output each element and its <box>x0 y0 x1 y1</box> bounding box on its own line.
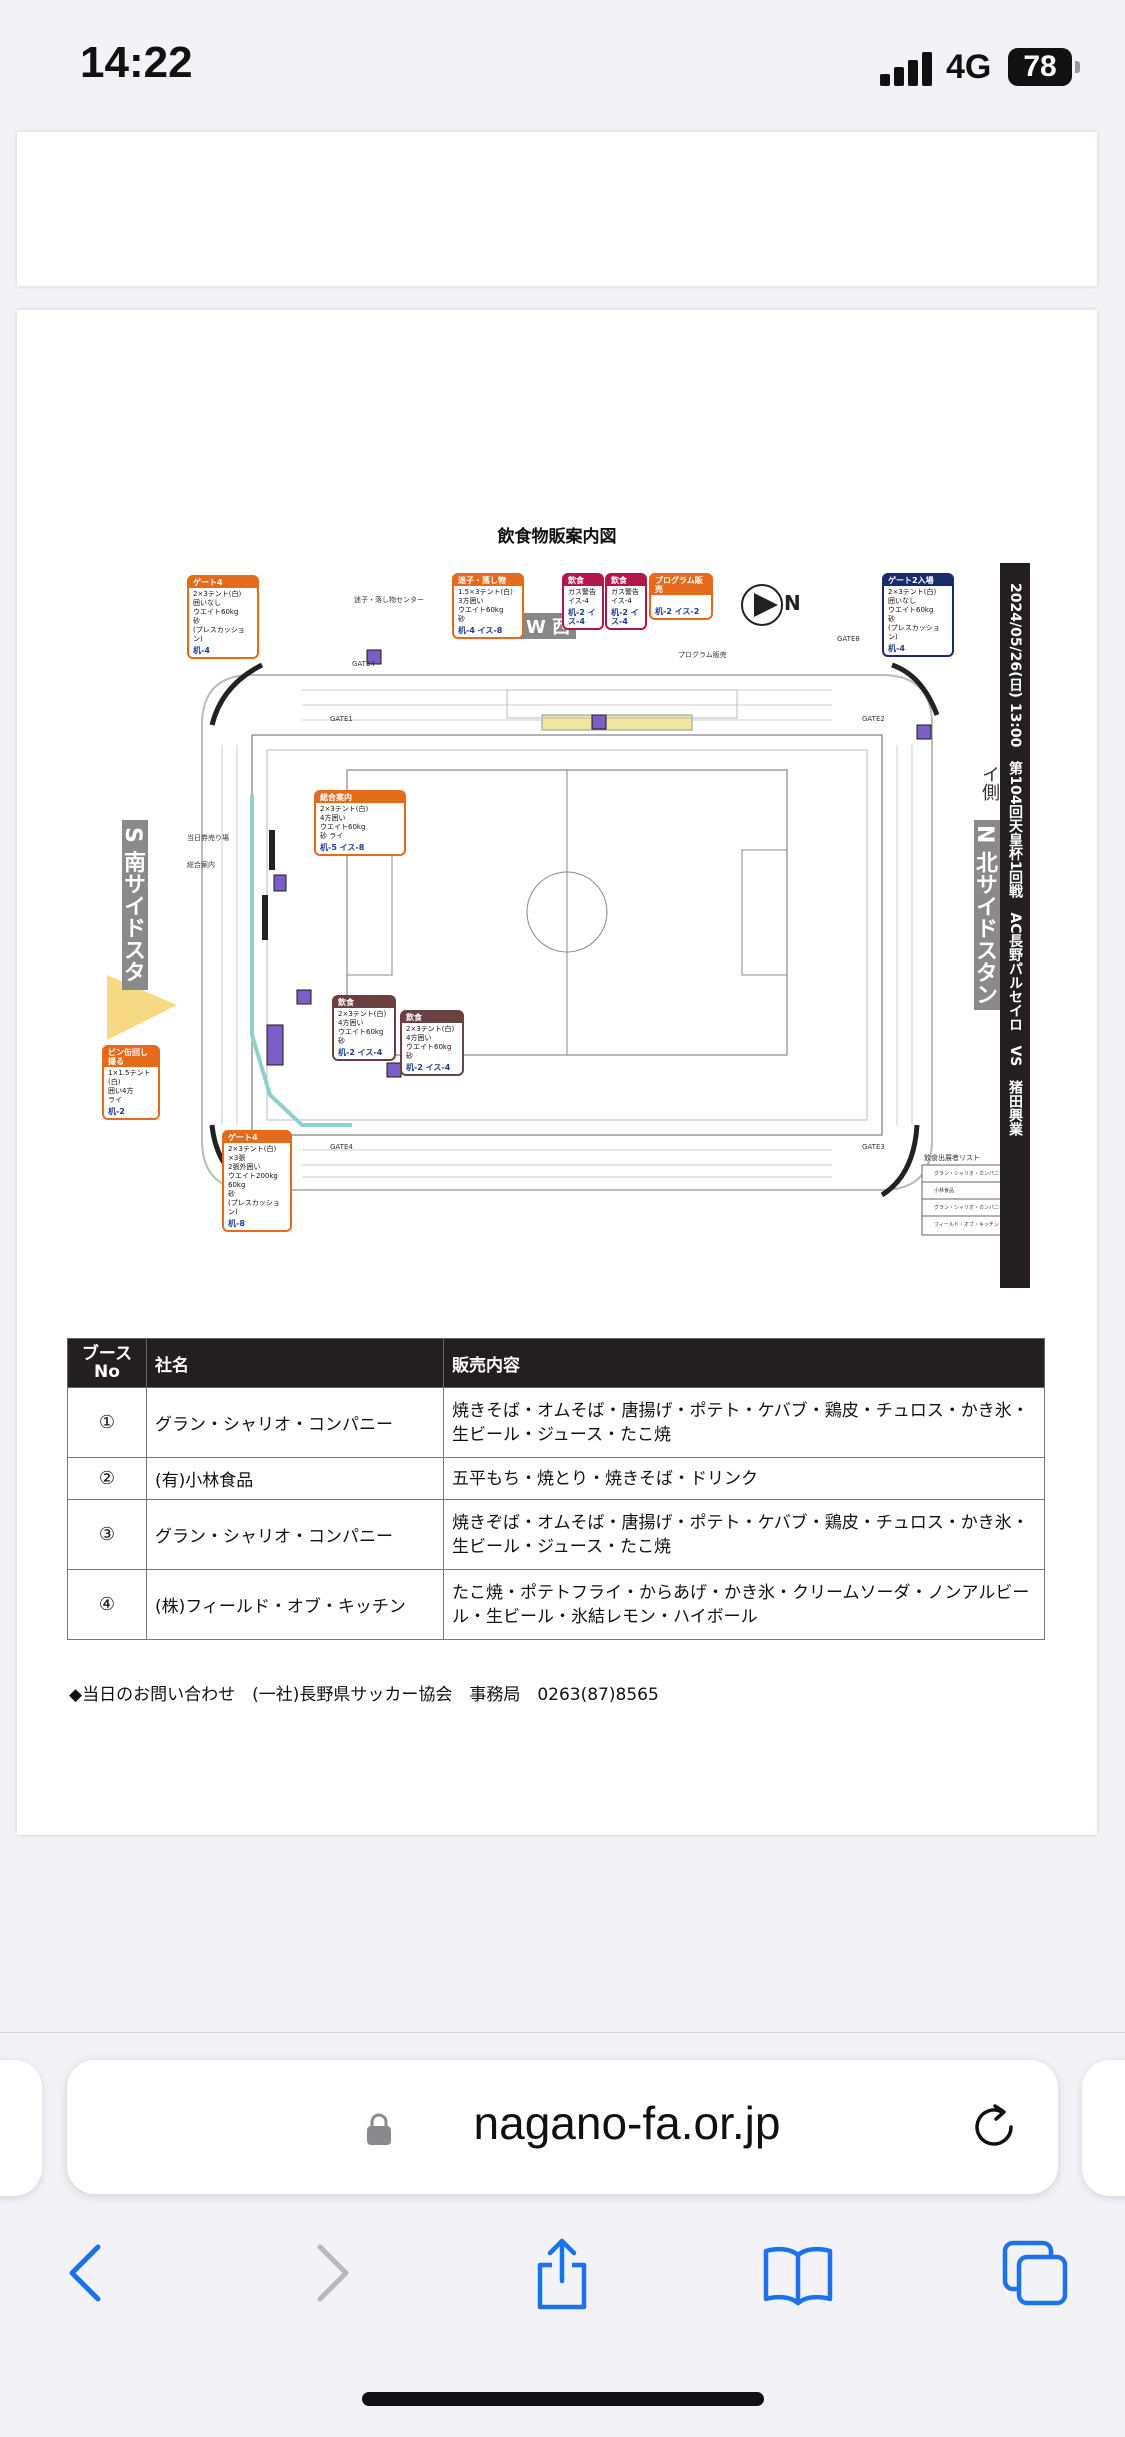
table-row: ③ グラン・シャリオ・コンパニー 焼きぞば・オムそば・唐揚げ・ポテト・ケバブ・鶏… <box>67 1499 1045 1570</box>
gate-label: GATE3 <box>862 1143 885 1151</box>
stadium-diagram <box>107 584 1008 1236</box>
share-icon[interactable] <box>522 2233 602 2313</box>
sales-items: たこ焼・ポテトフライ・からあげ・かき氷・クリームソーダ・ノンアルビール・生ビール… <box>443 1569 1045 1640</box>
back-icon[interactable] <box>48 2233 128 2313</box>
callout-food-2: 飲食 ガス警告イス-4 机-2 イス-4 <box>605 573 647 630</box>
event-banner: 2024/05/26(日) 13:00 第104回天皇杯1回戦 AC長野パルセイ… <box>1000 563 1030 1288</box>
browser-toolbar: nagano-fa.or.jp <box>0 2032 1125 2437</box>
table-row: ② (有)小林食品 五平もち・焼とり・焼きそば・ドリンク <box>67 1457 1045 1500</box>
next-tab-card[interactable] <box>1082 2060 1125 2196</box>
legend-title: 飲食出展者リスト <box>924 1154 980 1162</box>
north-mark: N <box>784 591 801 615</box>
sales-items: 焼きそば・オムそば・唐揚げ・ポテト・ケバブ・鶏皮・チュロス・かき氷・生ビール・ジ… <box>443 1387 1045 1458</box>
table-row: ① グラン・シャリオ・コンパニー 焼きそば・オムそば・唐揚げ・ポテト・ケバブ・鶏… <box>67 1387 1045 1458</box>
booth-no: ④ <box>67 1569 147 1640</box>
note-same-day-ticket: 当日券売り場 <box>187 834 229 842</box>
header-items: 販売内容 <box>443 1338 1045 1388</box>
tabs-icon[interactable] <box>995 2233 1075 2313</box>
callout-program: プログラム販売 机-2 イス-2 <box>649 573 713 620</box>
pdf-page-previous <box>17 132 1097 286</box>
company-name: (有)小林食品 <box>146 1457 444 1500</box>
battery-icon: 78 <box>1008 48 1080 86</box>
callout-food-1: 飲食 ガス警告イス-4 机-2 イス-4 <box>562 573 604 630</box>
stadium-map: W 西 N S 南サイドスタンド N 北サイドスタンド イ側 GATE1 GAT… <box>88 565 1047 1295</box>
address-bar[interactable]: nagano-fa.or.jp <box>67 2060 1058 2194</box>
note-program-sale: プログラム販売 <box>678 651 727 659</box>
table-header-row: ブース No 社名 販売内容 <box>67 1338 1045 1388</box>
reload-icon[interactable] <box>967 2100 1021 2154</box>
company-name: グラン・シャリオ・コンパニー <box>146 1499 444 1570</box>
north-side-mark: イ側 <box>979 765 1000 801</box>
event-text: 2024/05/26(日) 13:00 第104回天皇杯1回戦 AC長野パルセイ… <box>1007 583 1023 1137</box>
north-stand-label: N 北サイドスタンド <box>940 820 1000 1010</box>
signal-icon <box>880 52 936 86</box>
gate-label: GATE4 <box>352 660 375 668</box>
previous-tab-card[interactable] <box>0 2060 42 2196</box>
gate-label: GATE1 <box>330 715 353 723</box>
note-general-info: 総合案内 <box>187 861 215 869</box>
sales-items: 五平もち・焼とり・焼きそば・ドリンク <box>443 1457 1045 1500</box>
header-company: 社名 <box>146 1338 444 1388</box>
home-indicator[interactable] <box>362 2392 764 2406</box>
booth-no: ② <box>67 1457 147 1500</box>
lock-icon <box>367 2113 391 2145</box>
map-title: 飲食物販案内図 <box>497 527 617 547</box>
legend-row: 小林食品 <box>934 1188 955 1194</box>
sales-items: 焼きぞば・オムそば・唐揚げ・ポテト・ケバブ・鶏皮・チュロス・かき氷・生ビール・ジ… <box>443 1499 1045 1570</box>
note-lost-center: 迷子・落し物センター <box>354 596 424 604</box>
status-bar: 14:22 4G 78 <box>0 0 1125 132</box>
booth-table: ブース No 社名 販売内容 ① グラン・シャリオ・コンパニー 焼きそば・オムそ… <box>67 1338 1045 1640</box>
legend-row: グラン・シャリオ・カンパニー <box>934 1205 1005 1211</box>
legend-row: グラン・シャリオ・カンパニー <box>934 1171 1005 1177</box>
gate-label: GATE4 <box>330 1143 353 1151</box>
contact-info: ◆当日のお問い合わせ (一社)長野県サッカー協会 事務局 0263(87)856… <box>69 1685 659 1705</box>
header-booth-no: ブース No <box>67 1338 147 1388</box>
callout-bin-can: ビン缶回し撮る 1×1.5テント(白)囲い4方ライ 机-2 <box>102 1045 160 1120</box>
forward-icon[interactable] <box>290 2233 370 2313</box>
booth-no: ③ <box>67 1499 147 1570</box>
pdf-page: 飲食物販案内図 <box>17 310 1097 1835</box>
table-row: ④ (株)フィールド・オブ・キッチン たこ焼・ポテトフライ・からあげ・かき氷・ク… <box>67 1569 1045 1640</box>
bookmarks-icon[interactable] <box>758 2233 838 2313</box>
url-text[interactable]: nagano-fa.or.jp <box>473 2097 781 2149</box>
status-time: 14:22 <box>80 38 193 87</box>
gate-label: GATE8 <box>837 635 860 643</box>
gate-label: GATE2 <box>862 715 885 723</box>
legend-row: フィールド・オブ・キッチン <box>934 1222 999 1228</box>
company-name: グラン・シャリオ・コンパニー <box>146 1387 444 1458</box>
south-stand-label: S 南サイドスタンド <box>88 820 148 990</box>
network-type: 4G <box>946 48 992 86</box>
booth-no: ① <box>67 1387 147 1458</box>
company-name: (株)フィールド・オブ・キッチン <box>146 1569 444 1640</box>
